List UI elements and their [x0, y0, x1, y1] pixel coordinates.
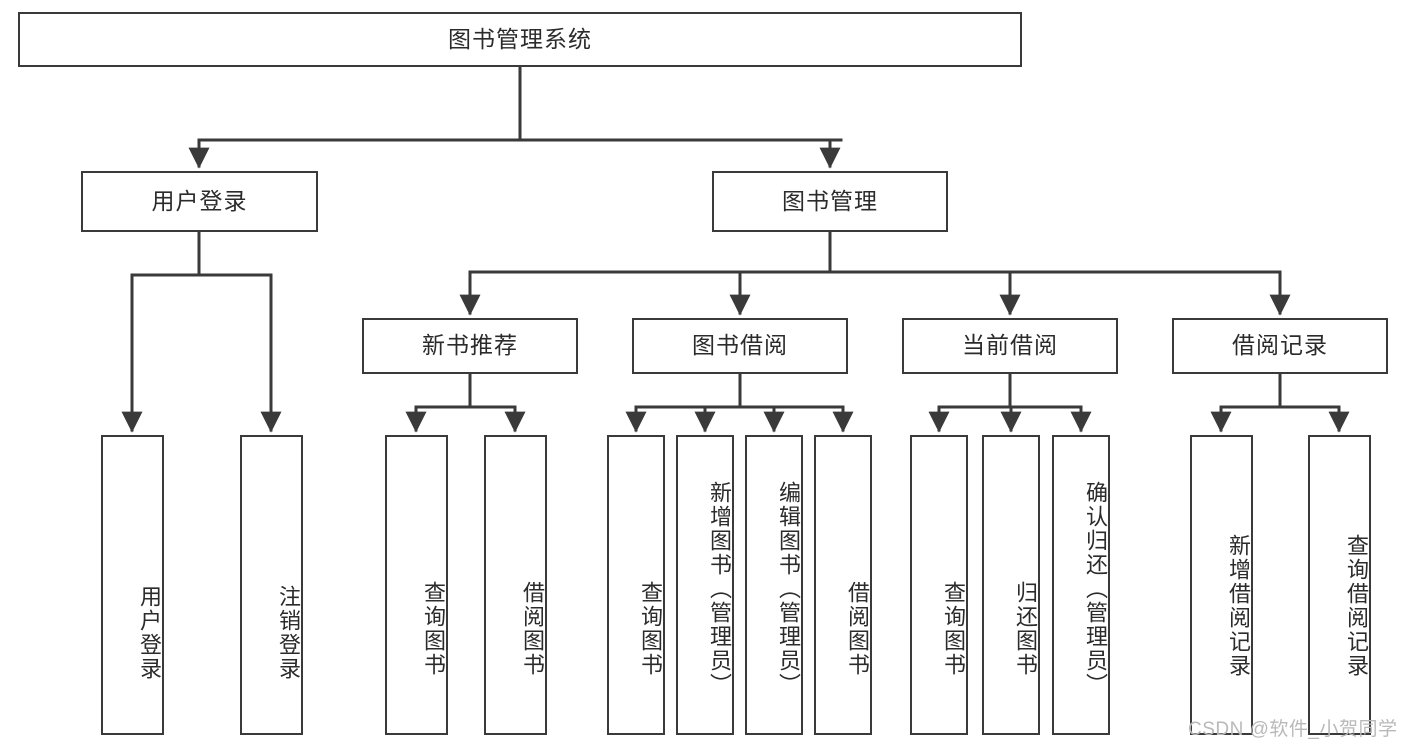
- csdn-watermark: CSDN @软件_小贺同学: [1188, 719, 1398, 740]
- leaf-query-book-borrow-label: 查询图书: [638, 581, 663, 677]
- node-borrow-record-label: 借阅记录: [1232, 332, 1328, 359]
- leaf-borrow-book-new[interactable]: 借阅图书: [484, 435, 547, 735]
- node-book-borrow-label: 图书借阅: [692, 332, 788, 359]
- node-book-management-label: 图书管理: [782, 187, 878, 214]
- node-current-borrow-label: 当前借阅: [962, 332, 1058, 359]
- leaf-query-book-new[interactable]: 查询图书: [385, 435, 448, 735]
- leaf-query-book-borrow[interactable]: 查询图书: [607, 435, 665, 735]
- node-user-login-label: 用户登录: [151, 187, 248, 214]
- leaf-query-borrow-record[interactable]: 查询借阅记录: [1308, 435, 1371, 735]
- leaf-user-logout[interactable]: 注销登录: [240, 435, 303, 735]
- leaf-add-borrow-record-label: 新增借阅记录: [1226, 534, 1251, 678]
- leaf-edit-book-admin-label: 编辑图书（管理员）: [776, 481, 801, 697]
- leaf-confirm-return-admin-label: 确认归还（管理员）: [1083, 481, 1108, 697]
- node-book-management[interactable]: 图书管理: [712, 171, 948, 232]
- leaf-return-book-label: 归还图书: [1013, 581, 1038, 677]
- leaf-query-book-current-label: 查询图书: [941, 581, 966, 677]
- leaf-confirm-return-admin[interactable]: 确认归还（管理员）: [1052, 435, 1110, 735]
- leaf-lend-book-label: 借阅图书: [845, 581, 870, 677]
- leaf-user-logout-label: 注销登录: [276, 585, 301, 681]
- node-root[interactable]: 图书管理系统: [18, 12, 1022, 67]
- node-root-label: 图书管理系统: [448, 25, 592, 52]
- node-borrow-record[interactable]: 借阅记录: [1172, 318, 1388, 374]
- node-user-login[interactable]: 用户登录: [81, 171, 318, 232]
- node-new-book-recommend[interactable]: 新书推荐: [362, 318, 578, 374]
- leaf-add-borrow-record[interactable]: 新增借阅记录: [1190, 435, 1253, 735]
- leaf-query-book-new-label: 查询图书: [421, 581, 446, 677]
- leaf-return-book[interactable]: 归还图书: [982, 435, 1040, 735]
- leaf-edit-book-admin[interactable]: 编辑图书（管理员）: [745, 435, 803, 735]
- leaf-lend-book[interactable]: 借阅图书: [814, 435, 872, 735]
- leaf-borrow-book-new-label: 借阅图书: [520, 581, 545, 677]
- leaf-query-book-current[interactable]: 查询图书: [910, 435, 968, 735]
- leaf-add-book-admin-label: 新增图书（管理员）: [707, 481, 732, 697]
- leaf-query-borrow-record-label: 查询借阅记录: [1344, 534, 1369, 678]
- leaf-user-login[interactable]: 用户登录: [101, 435, 164, 735]
- leaf-add-book-admin[interactable]: 新增图书（管理员）: [676, 435, 734, 735]
- node-new-book-recommend-label: 新书推荐: [422, 332, 518, 359]
- node-book-borrow[interactable]: 图书借阅: [632, 318, 848, 374]
- node-current-borrow[interactable]: 当前借阅: [902, 318, 1118, 374]
- leaf-user-login-label: 用户登录: [137, 585, 162, 681]
